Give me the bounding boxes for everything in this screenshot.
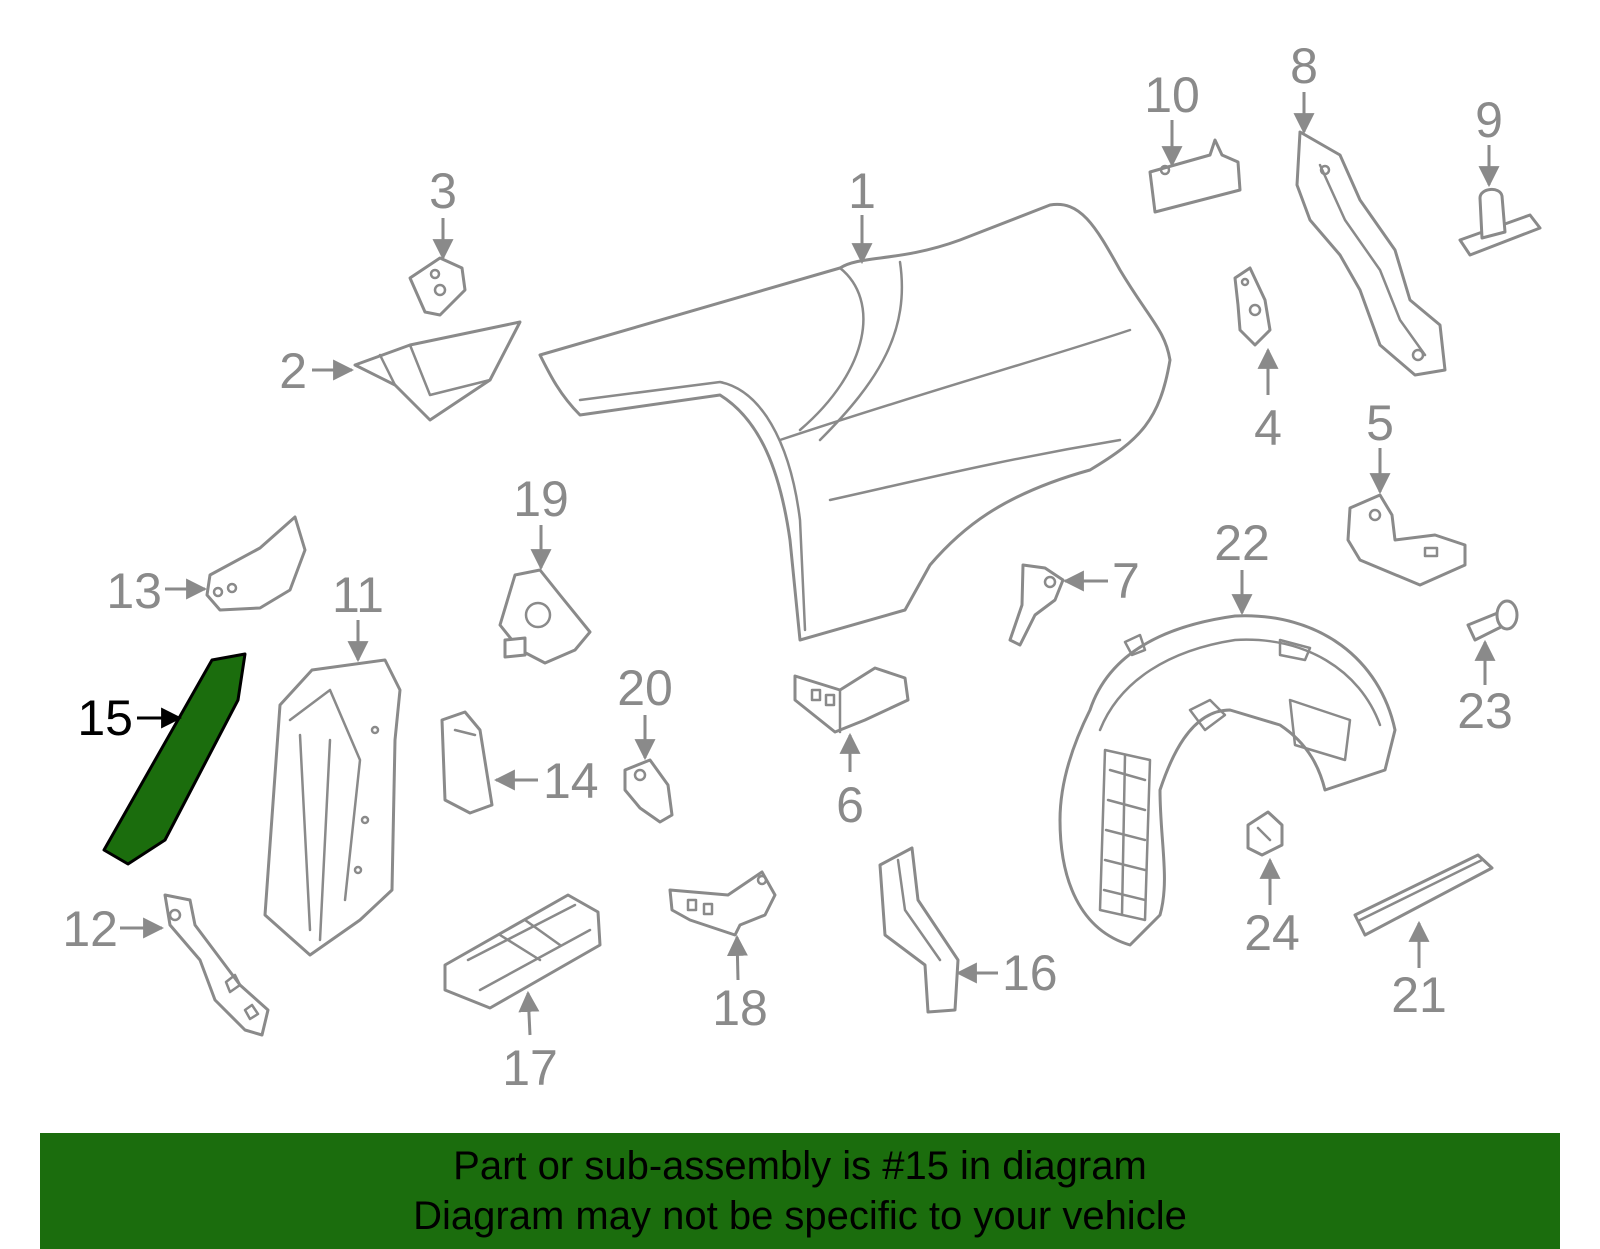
callout-11[interactable]: 11 (332, 567, 384, 623)
parts-diagram: 1 2 3 4 5 6 7 8 9 10 11 12 13 14 16 17 1… (62, 38, 1542, 1096)
callout-8[interactable]: 8 (1290, 38, 1318, 94)
callout-3[interactable]: 3 (429, 163, 457, 219)
part-24-clip[interactable] (1246, 810, 1284, 857)
callout-labels: 1 2 3 4 5 6 7 8 9 10 11 12 13 14 16 17 1… (62, 38, 1512, 1096)
callout-5[interactable]: 5 (1366, 395, 1394, 451)
callout-12[interactable]: 12 (62, 901, 118, 957)
part-21-trim[interactable] (1353, 853, 1494, 937)
part-17-bracket[interactable] (443, 893, 602, 1010)
part-13-bracket[interactable] (205, 515, 307, 612)
callout-24[interactable]: 24 (1244, 905, 1300, 961)
callout-13[interactable]: 13 (106, 563, 162, 619)
callout-9[interactable]: 9 (1475, 92, 1503, 148)
callout-14[interactable]: 14 (543, 753, 599, 809)
part-1-quarter-panel[interactable] (538, 202, 1172, 642)
part-20-bracket[interactable] (623, 758, 674, 824)
callout-17[interactable]: 17 (502, 1040, 558, 1096)
callout-10[interactable]: 10 (1144, 67, 1200, 123)
callout-1[interactable]: 1 (848, 163, 876, 219)
part-23-screw[interactable] (1466, 599, 1519, 642)
banner-line-1: Part or sub-assembly is #15 in diagram (453, 1144, 1147, 1188)
callout-6[interactable]: 6 (836, 777, 864, 833)
callout-23[interactable]: 23 (1457, 683, 1513, 739)
callout-7[interactable]: 7 (1112, 553, 1140, 609)
part-19-mount[interactable] (498, 568, 592, 665)
part-15-highlighted[interactable] (102, 652, 247, 866)
part-12-bracket[interactable] (163, 893, 270, 1037)
part-6-bracket[interactable] (793, 666, 910, 734)
part-18-bracket[interactable] (668, 870, 777, 937)
part-5-bracket[interactable] (1346, 493, 1467, 587)
callout-21[interactable]: 21 (1391, 967, 1447, 1023)
part-10-bracket[interactable] (1148, 138, 1242, 214)
part-4-clip[interactable] (1233, 266, 1272, 347)
part-14-bracket[interactable] (440, 710, 494, 815)
callout-16[interactable]: 16 (1002, 945, 1058, 1001)
part-16-panel[interactable] (878, 846, 960, 1014)
part-22-wheelhouse-liner[interactable] (1058, 614, 1397, 947)
part-8-reinforcement[interactable] (1295, 130, 1447, 377)
part-9-bumper-stop[interactable] (1458, 188, 1542, 257)
callout-18[interactable]: 18 (712, 980, 768, 1036)
callout-15[interactable]: 15 (77, 690, 133, 746)
callout-20[interactable]: 20 (617, 660, 673, 716)
banner-line-2: Diagram may not be specific to your vehi… (413, 1194, 1187, 1238)
part-2-bracket[interactable] (353, 320, 522, 422)
callout-22[interactable]: 22 (1214, 515, 1270, 571)
info-banner: Part or sub-assembly is #15 in diagram D… (40, 1133, 1560, 1249)
callout-19[interactable]: 19 (513, 471, 569, 527)
part-3-clip[interactable] (408, 256, 467, 317)
callout-2[interactable]: 2 (279, 343, 307, 399)
callout-arrows (120, 92, 1500, 1036)
callout-4[interactable]: 4 (1254, 400, 1282, 456)
part-7-bracket[interactable] (1008, 563, 1065, 647)
part-11-panel[interactable] (263, 658, 402, 957)
